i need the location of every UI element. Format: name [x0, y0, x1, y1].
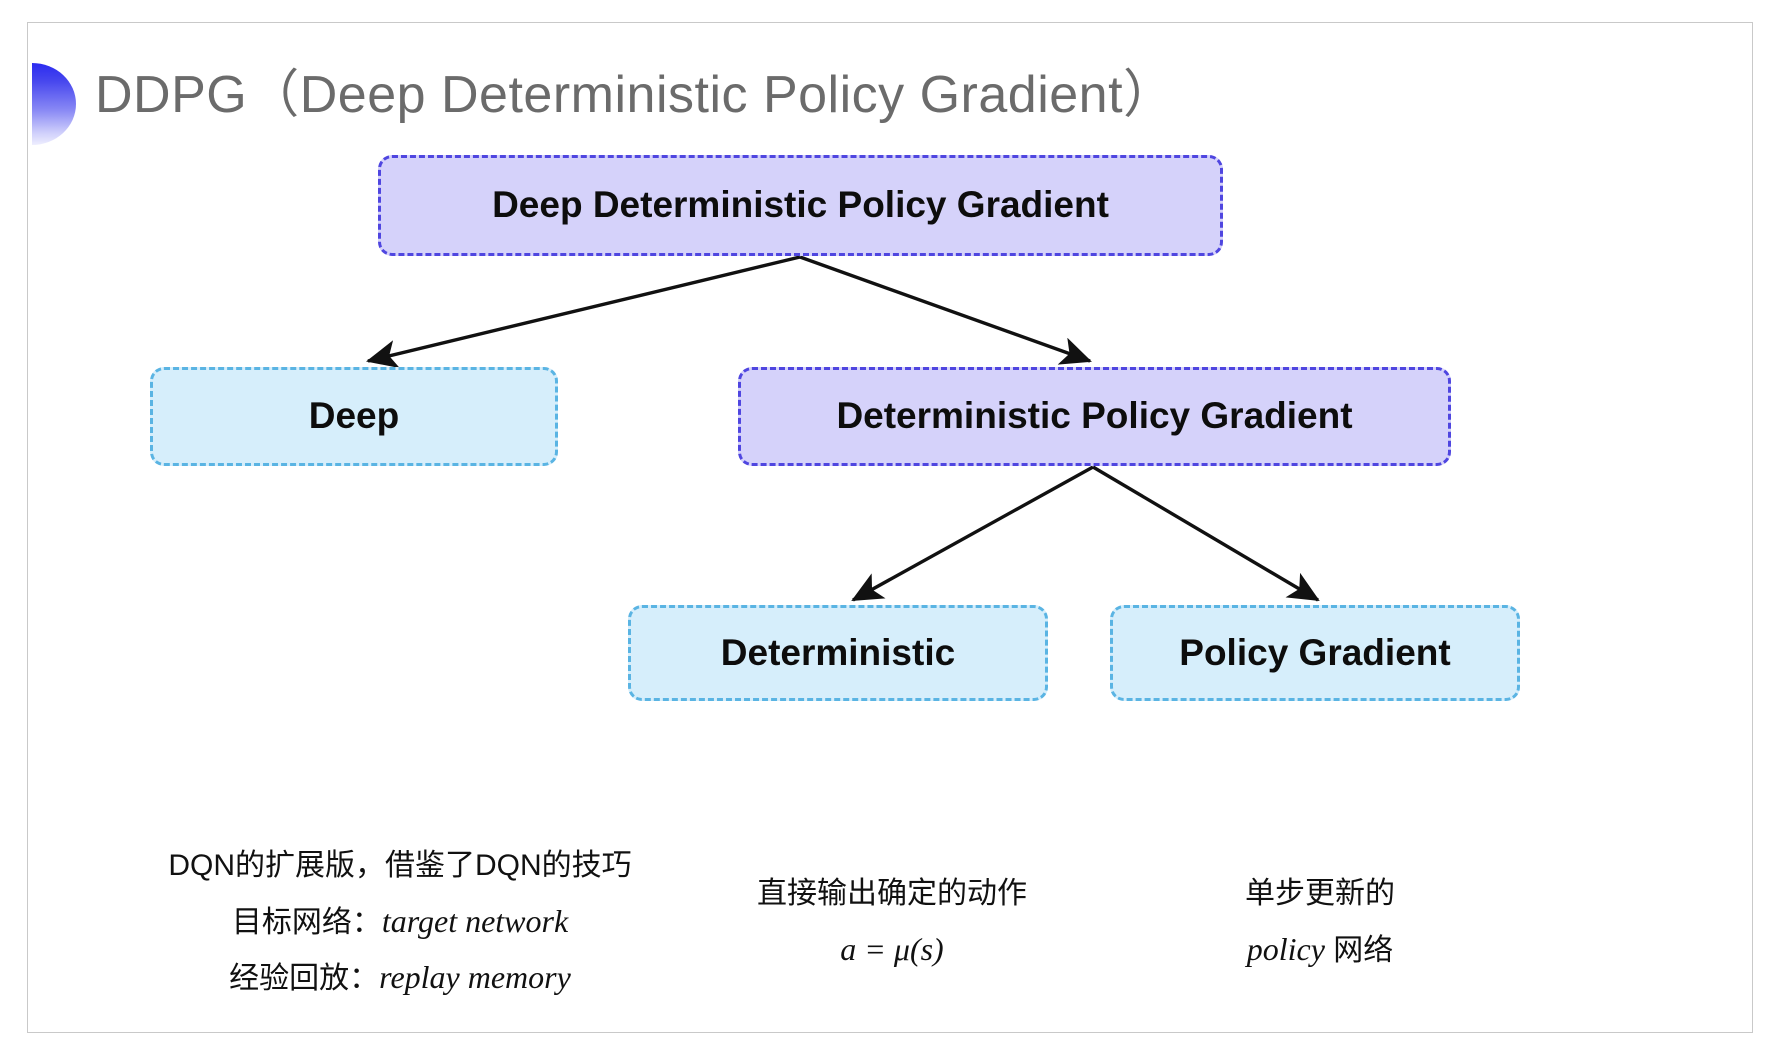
diagram-node-deep[interactable]: Deep [150, 367, 558, 466]
note-deep-line2-term: target network [381, 902, 569, 939]
edge-dpg-to-deterministic [851, 465, 1094, 602]
slide-frame-bottom [27, 1032, 1753, 1033]
note-deep-line2-label: 目标网络： [231, 905, 382, 939]
diagram-node-deterministic-policy-gradient[interactable]: Deterministic Policy Gradient [738, 367, 1451, 466]
slide-frame-left [27, 22, 28, 1032]
note-deterministic-line1: 直接输出确定的动作 [757, 877, 1027, 910]
note-deep-line1: DQN的扩展版，借鉴了DQN的技巧 [168, 849, 632, 882]
note-policy-gradient-line2: policy 网络 [1185, 921, 1455, 978]
note-policy-gradient-description: 单步更新的 policy 网络 [1185, 868, 1455, 977]
diagram-node-policy-gradient[interactable]: Policy Gradient [1110, 605, 1520, 701]
diagram-node-root[interactable]: Deep Deterministic Policy Gradient [378, 155, 1223, 256]
edge-root-to-deep [366, 255, 801, 369]
note-deep-line3-term: replay memory [379, 959, 571, 995]
note-policy-gradient-line1: 单步更新的 [1245, 877, 1395, 910]
note-deep-line2: 目标网络：target network [150, 893, 650, 950]
note-deep-line3-label: 经验回放： [229, 962, 380, 995]
edge-root-to-dpg [799, 255, 1092, 365]
note-deep-line3: 经验回放：replay memory [150, 949, 650, 1006]
note-deterministic-description: 直接输出确定的动作 a = μ(s) [742, 868, 1042, 977]
slide-frame-right [1752, 22, 1753, 1032]
note-deep-description: DQN的扩展版，借鉴了DQN的技巧 目标网络：target network 经验… [150, 840, 650, 1006]
note-policy-gradient-term: policy [1246, 930, 1325, 967]
page-title: DDPG（Deep Deterministic Policy Gradient） [95, 66, 1176, 124]
note-deterministic-formula: a = μ(s) [840, 930, 944, 967]
title-decoration-half-circle-icon [32, 63, 76, 145]
note-policy-gradient-suffix: 网络 [1324, 933, 1394, 967]
edge-dpg-to-policy-gradient [1092, 465, 1320, 602]
slide-frame-top [27, 22, 1753, 23]
diagram-node-deterministic[interactable]: Deterministic [628, 605, 1048, 701]
